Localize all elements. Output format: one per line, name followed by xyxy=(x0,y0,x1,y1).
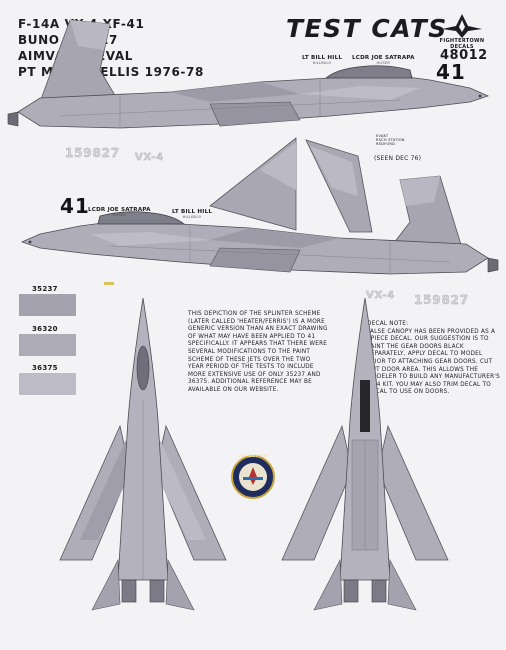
seen-date-note: (SEEN DEC 76) xyxy=(374,155,422,162)
page-title: TEST CATS xyxy=(286,14,448,43)
top-modex: 41 xyxy=(436,60,466,84)
swatch-label-2: 36320 xyxy=(32,325,58,333)
catalog-number: 48012 xyxy=(440,48,488,63)
top-unit: VX-4 xyxy=(135,152,164,163)
bottom-rio-label: LCDR JOE SATRAPA HOSER xyxy=(88,207,151,217)
bottom-modex: 41 xyxy=(60,194,90,218)
scheme-description: THIS DEPICTION OF THE SPLINTER SCHEME (L… xyxy=(188,311,328,393)
color-swatch-36375 xyxy=(19,373,76,395)
decal-note: DECAL NOTE: FALSE CANOPY HAS BEEN PROVID… xyxy=(367,321,500,396)
bottom-unit: VX-4 xyxy=(366,290,395,301)
bottom-pilot-label: LT BILL HILL HILLBILLY xyxy=(172,209,213,219)
patch-text: U.S. NAVY F-14 xyxy=(238,454,268,458)
swatch-label-1: 35237 xyxy=(32,285,58,293)
top-side-profile xyxy=(7,19,490,129)
color-swatch-36320 xyxy=(19,334,76,356)
navy-patch-icon xyxy=(231,455,275,499)
brand-name: FIGHTERTOWN DECALS xyxy=(437,10,487,50)
top-pilot-label: LT BILL HILL HILLBILLY xyxy=(302,55,343,65)
swatch-label-3: 36375 xyxy=(32,364,58,372)
top-serial: 159827 xyxy=(65,146,120,160)
color-swatch-35237 xyxy=(19,294,76,316)
stencil-block: EVAKT RSCH STATION REDFORD xyxy=(376,134,405,146)
bottom-serial: 159827 xyxy=(414,293,469,307)
brand-logo-icon xyxy=(442,14,482,38)
top-rio-label: LCDR JOE SATRAPA HOSER xyxy=(352,55,415,65)
